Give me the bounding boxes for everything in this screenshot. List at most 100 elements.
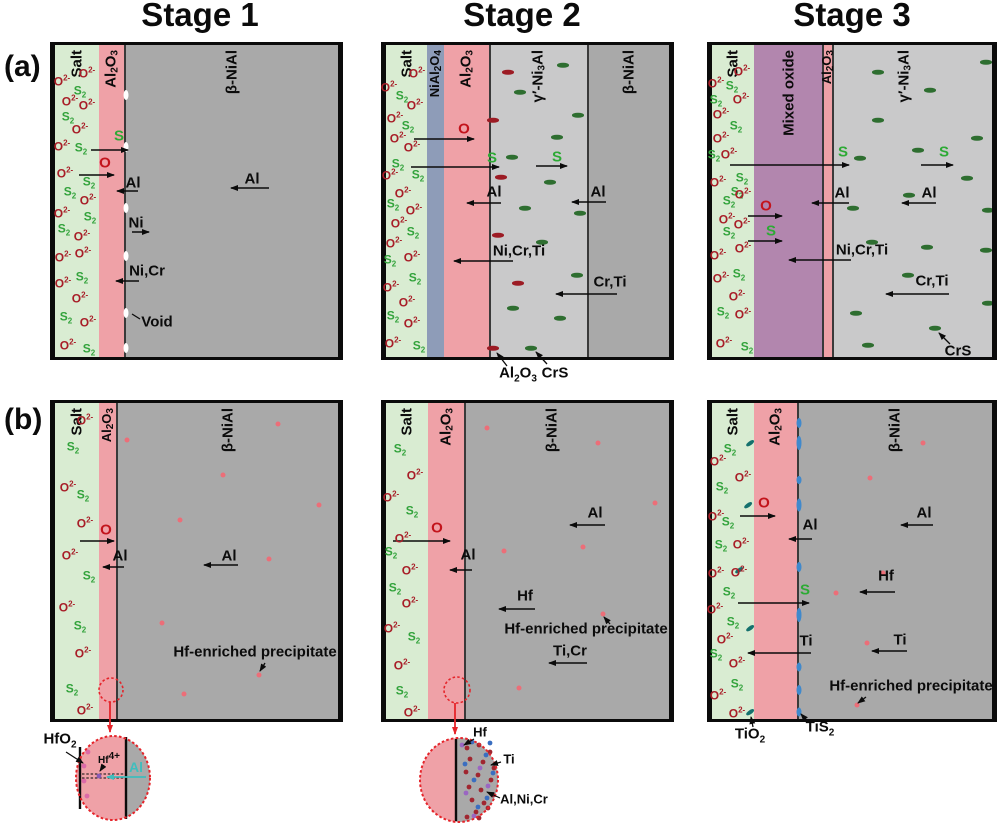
ion-sulfur: S2 [384, 544, 398, 561]
inset-pointer-ti [490, 760, 502, 766]
inset-dot-ired [475, 772, 481, 778]
inset-dot-iblue [487, 740, 493, 746]
inset-dashed-ellipse [419, 737, 499, 823]
ion-sulfur: S2 [726, 614, 740, 631]
inset-pointer-hf [463, 738, 475, 746]
crs-particle [519, 205, 531, 211]
alumina-particle [502, 69, 514, 75]
ion-sulfur: S2 [73, 83, 87, 100]
ion-sulfur: S2 [729, 118, 743, 135]
ion-sulfur: S2 [707, 147, 721, 164]
crs-particle [506, 154, 518, 160]
hf-precipitate-dot [920, 440, 926, 446]
inset-label-hf: Hf [473, 724, 487, 740]
ion-oxide: O2- [712, 130, 730, 146]
hf-precipitate-dot [652, 500, 658, 506]
inset-dot-iblue [484, 795, 490, 801]
ion-oxide: O2- [728, 288, 746, 304]
ion-sulfur: S2 [59, 309, 73, 326]
layer-salt [712, 45, 754, 357]
callout-label-hf-enriched-precipitate: Hf-enriched precipitate [829, 677, 993, 695]
crs-particle [982, 300, 994, 306]
ion-sulfur: S2 [391, 156, 405, 173]
hf-precipitate-dot [159, 620, 165, 626]
ion-oxide: O2- [390, 215, 408, 231]
inset-dot-ired [469, 797, 475, 803]
ion-oxide: O2- [74, 645, 92, 661]
hf-precipitate-dot [854, 702, 860, 708]
ion-sulfur: S2 [709, 92, 723, 109]
inset-dot-magenta [81, 778, 87, 784]
diffusion-label-o: O [99, 154, 111, 172]
callout-label-tio2: TiO2 [734, 725, 766, 746]
ion-sulfur: S2 [722, 584, 736, 601]
hf-precipitate-dot [256, 672, 262, 678]
crs-particle [572, 112, 584, 118]
inset-dot-iblue [475, 804, 481, 810]
layer-label-salt: Salt [724, 408, 742, 436]
ion-sulfur: S2 [730, 184, 744, 201]
layer-β-nial [798, 403, 992, 719]
ion-oxide: O2- [393, 657, 411, 673]
ion-oxide: O2- [54, 249, 72, 265]
ion-oxide: O2- [707, 565, 725, 581]
ion-oxide: O2- [720, 146, 738, 162]
ion-oxide: O2- [382, 489, 400, 505]
diffusion-label-s: S [486, 149, 498, 167]
inset-dot-iblue [483, 752, 489, 758]
ion-sulfur: S2 [63, 184, 77, 201]
ion-oxide: O2- [709, 453, 727, 469]
crs-particle [525, 345, 537, 351]
ion-oxide: O2- [401, 595, 419, 611]
inset-dot-ipurple [471, 813, 477, 819]
ion-sulfur: S2 [405, 503, 419, 520]
layer-label-γ′-ni3al: γ′-Ni3Al [529, 50, 548, 103]
ion-sulfur: S2 [386, 196, 400, 213]
hf-precipitate-dot [124, 437, 130, 443]
ion-sulfur: S2 [386, 308, 400, 325]
inset-dot-iblue [490, 770, 496, 776]
ion-oxide: O2- [384, 335, 402, 351]
callout-label-tis2: TiS2 [805, 718, 835, 739]
alumina-particle [512, 280, 524, 286]
ion-sulfur: S2 [61, 109, 75, 126]
inset-label-alnicr: Al,Ni,Cr [500, 791, 548, 807]
layer-γ′-ni3al [833, 45, 992, 357]
crs-particle [980, 247, 992, 253]
ion-oxide: O2- [78, 97, 96, 113]
ion-oxide: O2- [76, 515, 94, 531]
layer-label-al2o3: Al2O3 [819, 50, 836, 85]
layer-salt [386, 45, 427, 357]
crs-particle [557, 62, 569, 68]
ion-oxide: O2- [718, 211, 736, 227]
ion-oxide: O2- [61, 93, 79, 109]
diffusion-label-ticr: Ti,Cr [553, 642, 587, 660]
ion-oxide: O2- [78, 65, 96, 81]
crs-particle [902, 272, 914, 278]
ion-oxide: O2- [405, 202, 423, 218]
stage-1-title: Stage 1 [141, 0, 259, 33]
hf-precipitate-dot [181, 691, 187, 697]
diffusion-label-al: Al [834, 184, 850, 202]
void-particle [123, 90, 129, 100]
hf-precipitate-dot [516, 685, 522, 691]
crs-particle [551, 134, 563, 140]
diffusion-label-s: S [837, 143, 849, 161]
inset-dot-iblue [462, 761, 468, 767]
crs-particle [872, 69, 884, 75]
ion-sulfur: S2 [395, 683, 409, 700]
diffusion-label-o: O [760, 197, 772, 215]
inset-dot-magenta [81, 763, 87, 769]
ion-sulfur: S2 [408, 270, 422, 287]
ion-sulfur: S2 [76, 487, 90, 504]
crs-particle [850, 310, 862, 316]
crs-particle [903, 192, 915, 198]
ion-oxide: O2- [709, 687, 727, 703]
ion-oxide: O2- [403, 704, 421, 720]
inset-dot-ired [476, 742, 482, 748]
ion-sulfur: S2 [723, 441, 737, 458]
inset-dot-iblue [469, 739, 475, 745]
diffusion-label-s: S [938, 143, 950, 161]
inset-dot-ired [488, 777, 494, 783]
